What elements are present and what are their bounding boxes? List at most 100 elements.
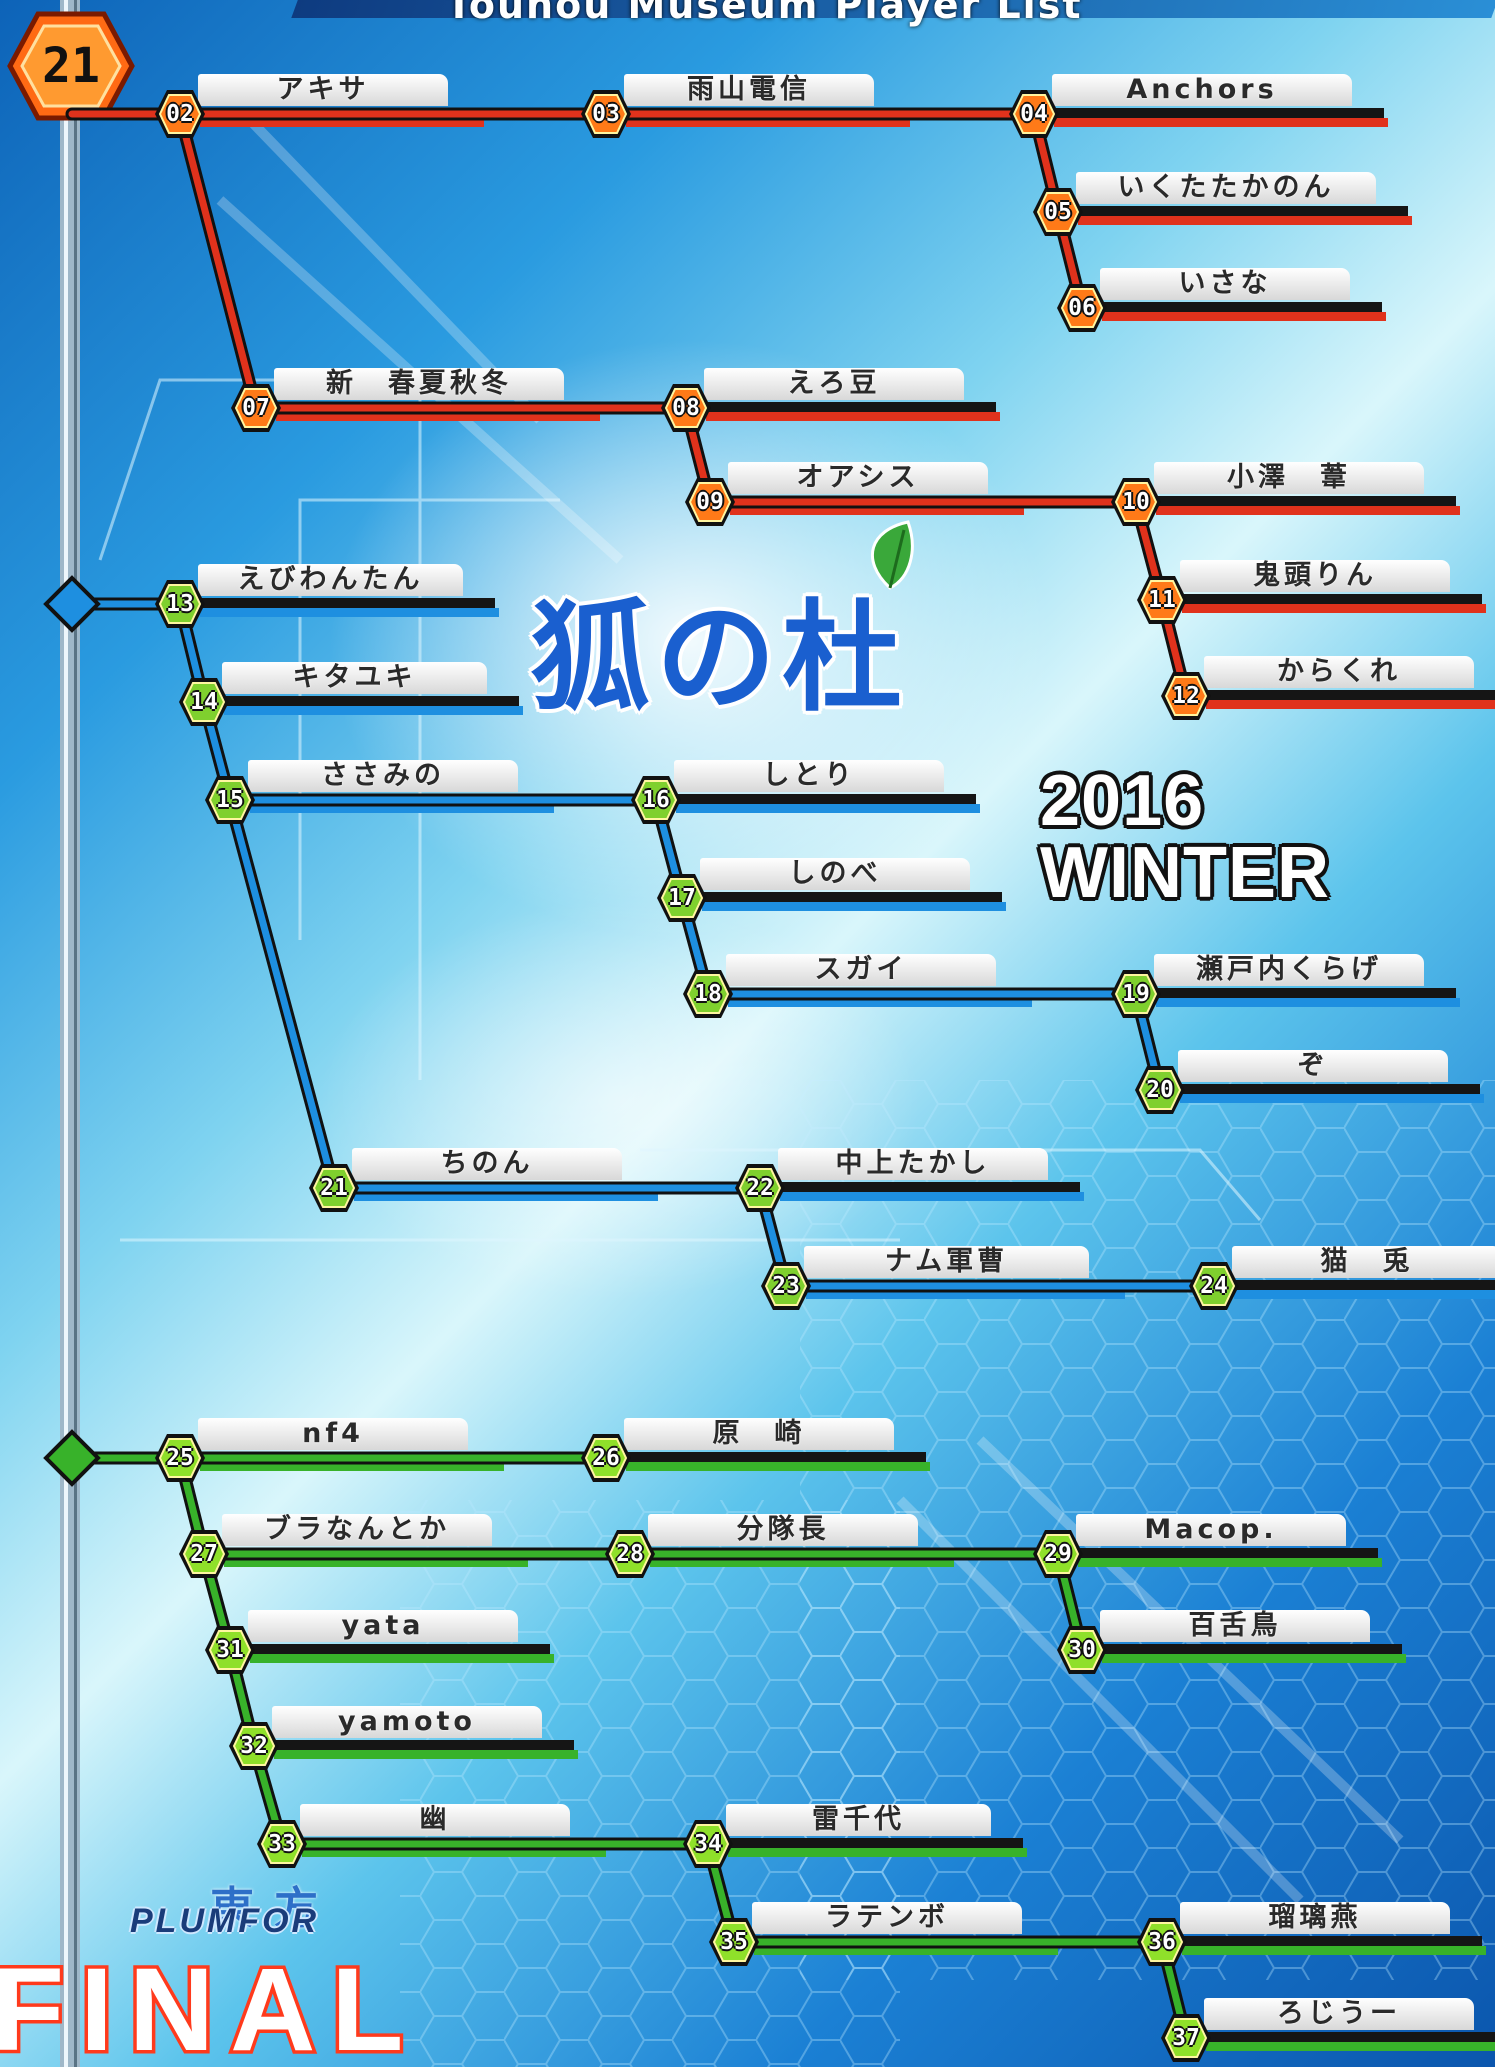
label-underline-color (1180, 1094, 1484, 1103)
hexagon-icon (581, 90, 631, 138)
player-number: 28 (616, 1541, 644, 1567)
player-number: 19 (1122, 981, 1150, 1007)
label-underline-color (200, 1462, 504, 1471)
hexagon-icon (1161, 672, 1211, 720)
label-underline (274, 1740, 574, 1752)
label-underline-color (1156, 998, 1460, 1007)
hexagon-icon (1057, 1626, 1107, 1674)
hexagon-icon (605, 1530, 655, 1578)
event-year: 2016 (1040, 761, 1205, 841)
circle-name: 狐の杜 (530, 587, 908, 728)
label-underline (1156, 988, 1456, 1000)
player-name-label: キタユキ (222, 662, 487, 694)
player-name-label: オアシス (728, 462, 988, 494)
hexagon-icon (1057, 284, 1107, 332)
player-name-label: いくたたかのん (1076, 172, 1376, 204)
player-number-hexagon: 08 (659, 382, 713, 434)
player-number-hexagon: 24 (1187, 1260, 1241, 1312)
circle-logo: 狐の杜 (530, 520, 1040, 728)
label-underline-color (1102, 312, 1386, 321)
player-number-hexagon: 30 (1055, 1624, 1109, 1676)
player-number: 29 (1044, 1541, 1072, 1567)
player-name-label: 原 崎 (624, 1418, 894, 1450)
hexagon-icon (685, 478, 735, 526)
player-number: 13 (166, 591, 194, 617)
label-underline (1234, 1280, 1495, 1292)
player-name-label: ブラなんとか (222, 1514, 492, 1546)
label-underline-color (250, 804, 554, 813)
hexagon-icon (1009, 90, 1059, 138)
player-number-hexagon: 13 (153, 578, 207, 630)
hexagon-icon (1135, 1066, 1185, 1114)
player-number-hexagon: 14 (177, 676, 231, 728)
hexagon-icon (1111, 478, 1161, 526)
hexagon-icon (657, 874, 707, 922)
label-underline (706, 402, 996, 414)
player-number-hexagon: 25 (153, 1432, 207, 1484)
label-underline-color (1078, 1558, 1382, 1567)
hexagon-icon (709, 1918, 759, 1966)
player-name-label: ぞ (1178, 1050, 1448, 1082)
player-name-label: 中上たかし (778, 1148, 1048, 1180)
player-name-label: しのべ (700, 858, 970, 890)
label-underline (1182, 594, 1482, 606)
player-number: 23 (772, 1273, 800, 1299)
player-name-label: ちのん (352, 1148, 622, 1180)
player-number: 09 (696, 489, 724, 515)
player-name-label: 百舌鳥 (1100, 1610, 1370, 1642)
hexagon-icon (1111, 970, 1161, 1018)
player-name-label: yata (248, 1610, 518, 1642)
label-underline-color (1182, 1946, 1486, 1955)
hexagon-icon (735, 1164, 785, 1212)
label-underline-color (1054, 118, 1388, 127)
player-number: 33 (268, 1831, 296, 1857)
label-underline-color (200, 118, 484, 127)
event-label: 2016 WINTER (1040, 765, 1360, 909)
player-name-label: からくれ (1204, 656, 1474, 688)
player-number: 08 (672, 395, 700, 421)
player-name-label: ナム軍曹 (804, 1246, 1089, 1278)
player-name-label: 鬼頭りん (1180, 560, 1450, 592)
player-number: 05 (1044, 199, 1072, 225)
player-number: 27 (190, 1541, 218, 1567)
player-number-hexagon: 22 (733, 1162, 787, 1214)
label-underline-color (250, 1654, 554, 1663)
player-number-hexagon: 28 (603, 1528, 657, 1580)
label-underline (1206, 690, 1495, 702)
player-number: 31 (216, 1637, 244, 1663)
player-name-label: 新 春夏秋冬 (274, 368, 564, 400)
player-number-hexagon: 18 (681, 968, 735, 1020)
hexagon-icon (205, 776, 255, 824)
label-underline (1078, 206, 1408, 218)
player-name-label: いさな (1100, 268, 1350, 300)
label-underline-color (706, 412, 1000, 421)
label-underline-color (274, 1750, 578, 1759)
player-number: 22 (746, 1175, 774, 1201)
player-number-hexagon: 17 (655, 872, 709, 924)
hexagon-icon (179, 678, 229, 726)
hexagon-icon (231, 384, 281, 432)
label-underline-color (1182, 604, 1486, 613)
player-number-hexagon: 23 (759, 1260, 813, 1312)
label-underline-color (728, 998, 1032, 1007)
hexagon-icon (155, 90, 205, 138)
hexagon-icon (1161, 2014, 1211, 2062)
player-number: 02 (166, 101, 194, 127)
player-number-hexagon: 21 (307, 1162, 361, 1214)
player-number-hexagon: 32 (227, 1720, 281, 1772)
tree-connector (176, 110, 260, 412)
player-number: 30 (1068, 1637, 1096, 1663)
player-name-label: Anchors (1052, 74, 1352, 106)
label-underline-color (1078, 216, 1412, 225)
label-underline (200, 598, 495, 610)
label-underline-color (1234, 1290, 1495, 1299)
hexagon-icon (229, 1722, 279, 1770)
player-name-label: 幽 (300, 1804, 570, 1836)
player-number-hexagon: 27 (177, 1528, 231, 1580)
label-underline (1102, 302, 1382, 314)
hexagon-icon (631, 776, 681, 824)
label-underline-color (200, 608, 499, 617)
label-underline-color (1156, 506, 1460, 515)
